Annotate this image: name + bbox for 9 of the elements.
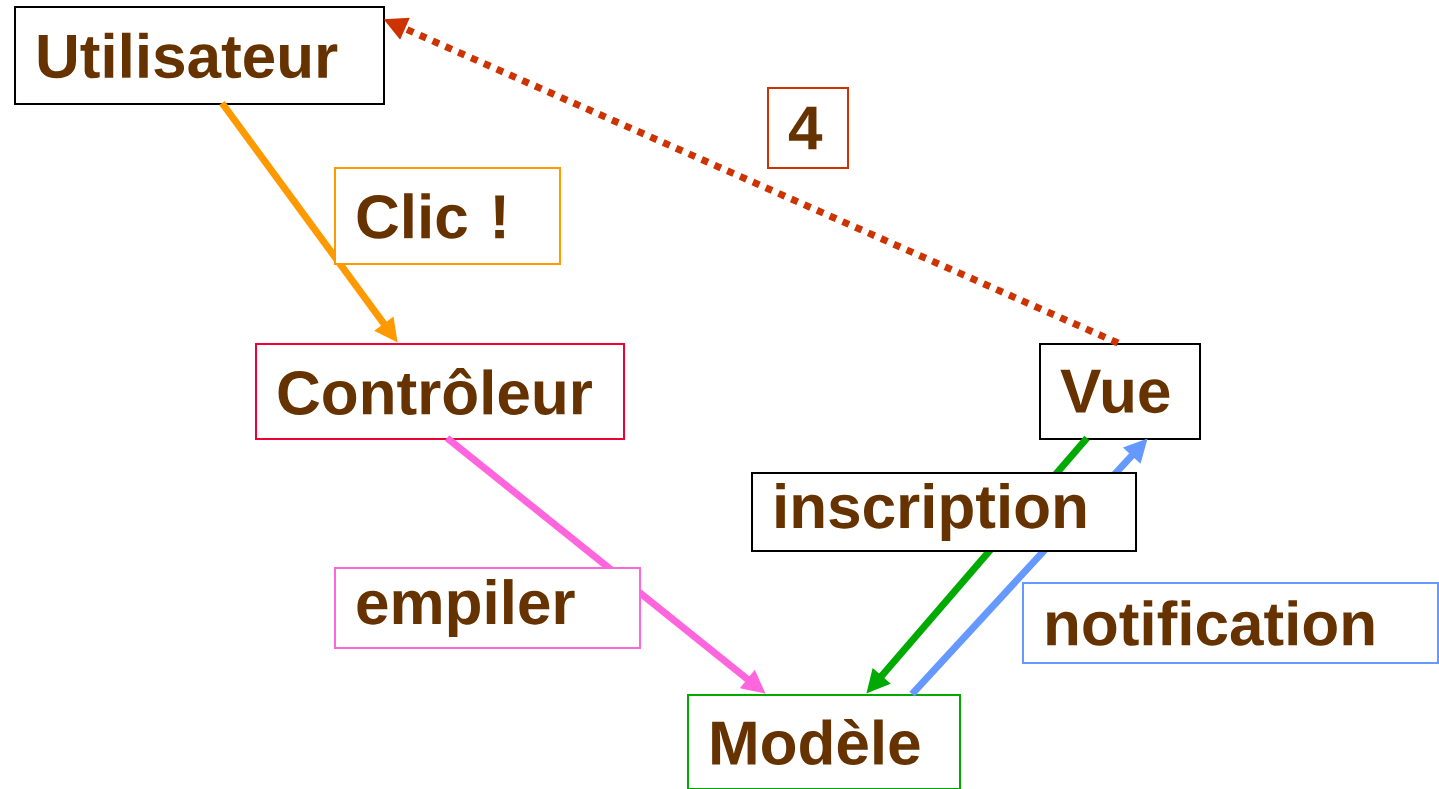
edge-label: notification (1022, 582, 1439, 664)
edge-label: Clic ! (334, 167, 561, 265)
process-box: Modèle (687, 694, 961, 789)
process-box: Contrôleur (255, 343, 625, 440)
edge-label: inscription (751, 472, 1137, 552)
edge-label: empiler (334, 567, 641, 649)
edge-label: 4 (767, 87, 849, 169)
process-box: Utilisateur (14, 6, 385, 105)
process-box: Vue (1039, 343, 1201, 440)
